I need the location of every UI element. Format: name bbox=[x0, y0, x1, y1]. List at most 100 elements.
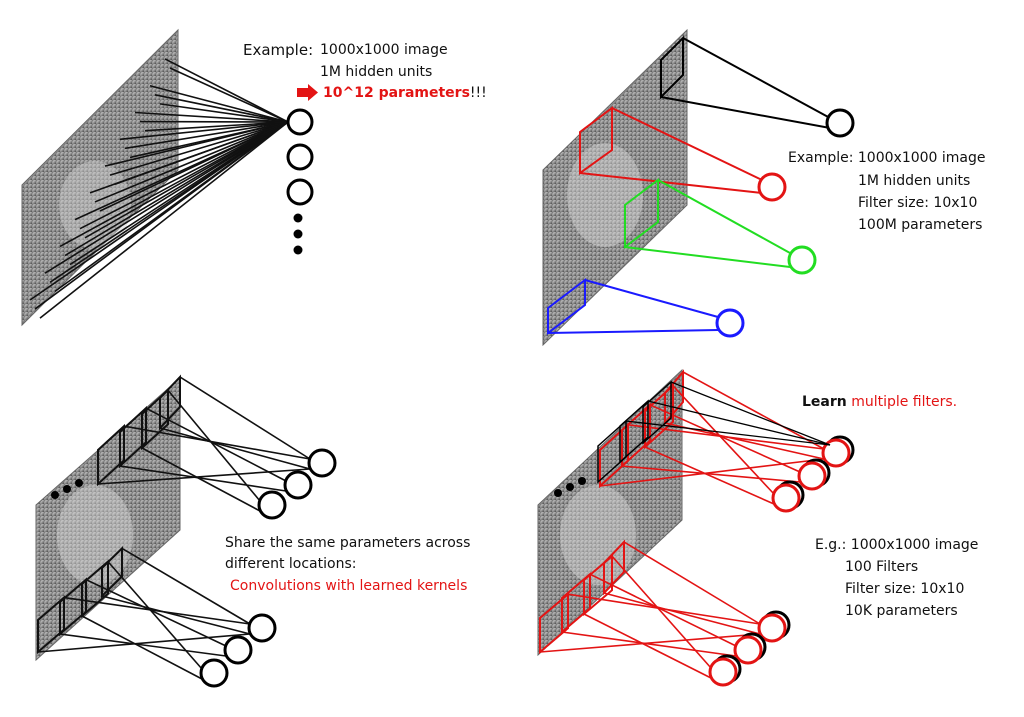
connection-edge bbox=[44, 121, 289, 274]
connection-edge bbox=[109, 121, 289, 176]
parameter-count-text: 10^12 parameters!!! bbox=[323, 83, 487, 103]
connection-edge bbox=[37, 633, 251, 653]
filter-patch-red bbox=[579, 106, 613, 175]
connection-edge bbox=[85, 578, 227, 647]
filter-patch-blue bbox=[547, 277, 586, 336]
convolutions-text: Convolutions with learned kernels bbox=[230, 578, 468, 594]
connection-edge bbox=[54, 121, 289, 293]
connection-edge bbox=[69, 121, 289, 266]
connection-edge bbox=[583, 613, 712, 679]
connection-edge bbox=[114, 121, 289, 185]
connection-edge bbox=[119, 121, 289, 141]
filter-patch bbox=[642, 380, 672, 445]
filter-patch bbox=[97, 423, 125, 487]
connection-edge bbox=[159, 427, 311, 470]
ellipsis-dot bbox=[293, 213, 303, 223]
shared-bottom-filters bbox=[37, 546, 277, 688]
connection-edge bbox=[672, 385, 775, 495]
connection-edge bbox=[123, 425, 311, 460]
connection-edge bbox=[97, 468, 311, 485]
hidden-unit bbox=[715, 308, 745, 338]
exclamation-text: !!! bbox=[469, 85, 487, 101]
connection-edge bbox=[179, 376, 311, 460]
connection-edge bbox=[145, 407, 287, 482]
connection-edge bbox=[539, 633, 761, 653]
multi-bottom-filters bbox=[539, 539, 791, 687]
connection-edge bbox=[94, 121, 289, 203]
filter-patch bbox=[660, 35, 684, 100]
different-locations-text: different locations: bbox=[225, 556, 357, 572]
filter-patch bbox=[583, 554, 613, 617]
multi-top-filters bbox=[597, 369, 855, 513]
filter-patch bbox=[159, 374, 181, 431]
learn-word: Learn bbox=[802, 394, 847, 410]
connection-edge bbox=[169, 67, 289, 123]
hidden-unit bbox=[223, 635, 253, 665]
connection-edge bbox=[99, 121, 289, 212]
connection-edge bbox=[159, 103, 289, 123]
connection-edge bbox=[625, 420, 831, 446]
fully-connected-panel bbox=[21, 28, 318, 327]
face-hint bbox=[560, 485, 636, 585]
connection-edge bbox=[119, 465, 287, 492]
filter-count-text: 100 Filters bbox=[845, 559, 919, 575]
locally-connected-panel bbox=[542, 28, 855, 347]
face-hint bbox=[57, 485, 133, 585]
connection-edge bbox=[144, 121, 289, 132]
connection-edge bbox=[64, 121, 289, 257]
connection-edge bbox=[101, 595, 251, 635]
hidden-unit bbox=[307, 448, 337, 478]
eg-image-size-text: E.g.: 1000x1000 image bbox=[815, 537, 979, 553]
connection-edge bbox=[589, 573, 737, 647]
ellipsis-dot bbox=[51, 491, 59, 499]
connection-edge bbox=[682, 371, 825, 450]
hidden-unit bbox=[286, 178, 314, 206]
connection-edge bbox=[644, 446, 775, 505]
shared-parameters-panel bbox=[35, 374, 337, 688]
hidden-unit bbox=[708, 657, 738, 687]
connection-edge bbox=[81, 615, 203, 680]
connection-edge bbox=[611, 555, 712, 669]
connection-edge bbox=[107, 561, 203, 670]
filter-size-text: Filter size: 10x10 bbox=[858, 195, 978, 211]
ellipsis-dot bbox=[63, 485, 71, 493]
ellipsis-dot bbox=[554, 489, 562, 497]
connection-edge bbox=[39, 121, 289, 319]
connection-edge bbox=[59, 633, 227, 657]
hidden-unit bbox=[199, 658, 229, 688]
hidden-units-text: 1M hidden units bbox=[858, 173, 971, 189]
connection-edge bbox=[623, 541, 761, 625]
connection-edge bbox=[134, 111, 289, 123]
face-hint bbox=[567, 143, 643, 247]
connection-edge bbox=[129, 121, 289, 159]
example-label: Example: bbox=[243, 41, 314, 59]
connection-edge bbox=[647, 400, 831, 446]
connection-edge bbox=[649, 404, 801, 473]
connection-edge bbox=[149, 84, 289, 123]
filter-patch-green bbox=[624, 177, 659, 250]
hidden-unit bbox=[771, 483, 801, 513]
ellipsis-dot bbox=[75, 479, 83, 487]
ellipsis-dot bbox=[293, 245, 303, 255]
hidden-unit bbox=[247, 613, 277, 643]
shared-top-filters bbox=[97, 374, 337, 520]
filter-patch bbox=[619, 399, 649, 464]
ellipsis-dot bbox=[293, 229, 303, 239]
connection-edge bbox=[124, 121, 289, 150]
hidden-unit bbox=[283, 470, 313, 500]
connection-edge bbox=[167, 389, 261, 502]
hidden-unit bbox=[797, 461, 827, 491]
hidden-unit bbox=[821, 438, 851, 468]
filter-patch bbox=[101, 546, 123, 599]
input-image bbox=[21, 28, 179, 327]
ellipsis-dot bbox=[578, 477, 586, 485]
connection-edge bbox=[141, 447, 261, 512]
parameter-count-text: 10K parameters bbox=[845, 603, 958, 619]
hidden-unit bbox=[286, 108, 314, 136]
connection-edge bbox=[670, 381, 831, 446]
parameter-count-value: 10^12 parameters bbox=[323, 85, 470, 101]
filter-patch bbox=[81, 559, 109, 619]
connection-edge bbox=[599, 458, 825, 487]
example-image-size-text: Example: 1000x1000 image bbox=[788, 150, 986, 166]
